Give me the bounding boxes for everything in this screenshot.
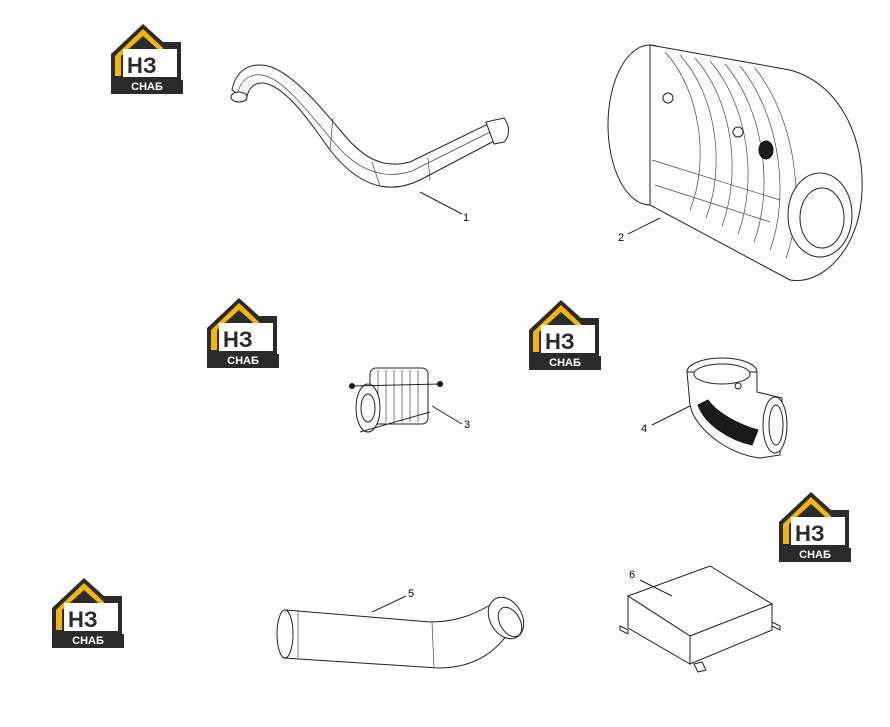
svg-text:СНАБ: СНАБ xyxy=(799,549,831,561)
part-4-intake-elbow: 4 xyxy=(641,357,788,459)
callout-1: 1 xyxy=(463,212,469,224)
part-1-intake-pipe: 1 xyxy=(230,64,509,224)
callout-2: 2 xyxy=(618,232,624,244)
brand-logo: НЗ СНАБ xyxy=(779,492,851,562)
callout-5: 5 xyxy=(408,588,414,600)
svg-text:СНАБ: СНАБ xyxy=(72,635,104,647)
brand-logo: НЗ СНАБ xyxy=(207,298,279,368)
svg-text:НЗ: НЗ xyxy=(127,53,157,78)
part-5-elbow-hose: 5 xyxy=(276,588,525,669)
svg-text:НЗ: НЗ xyxy=(795,521,825,546)
callout-3: 3 xyxy=(464,419,470,431)
part-2-air-filter-housing: 2 xyxy=(607,44,863,282)
svg-text:НЗ: НЗ xyxy=(68,607,98,632)
callout-6: 6 xyxy=(629,569,635,581)
part-3-hose-coupling: 3 xyxy=(349,367,470,433)
svg-text:НЗ: НЗ xyxy=(223,327,253,352)
svg-text:СНАБ: СНАБ xyxy=(549,357,581,369)
brand-logo: НЗ СНАБ xyxy=(111,24,183,94)
svg-text:СНАБ: СНАБ xyxy=(131,81,163,93)
svg-text:НЗ: НЗ xyxy=(545,329,575,354)
brand-logo: НЗ СНАБ xyxy=(52,578,124,648)
part-6-control-box: 6 xyxy=(619,565,781,673)
callout-4: 4 xyxy=(641,423,647,435)
brand-logo: НЗ СНАБ xyxy=(529,300,601,370)
svg-text:СНАБ: СНАБ xyxy=(227,355,259,367)
